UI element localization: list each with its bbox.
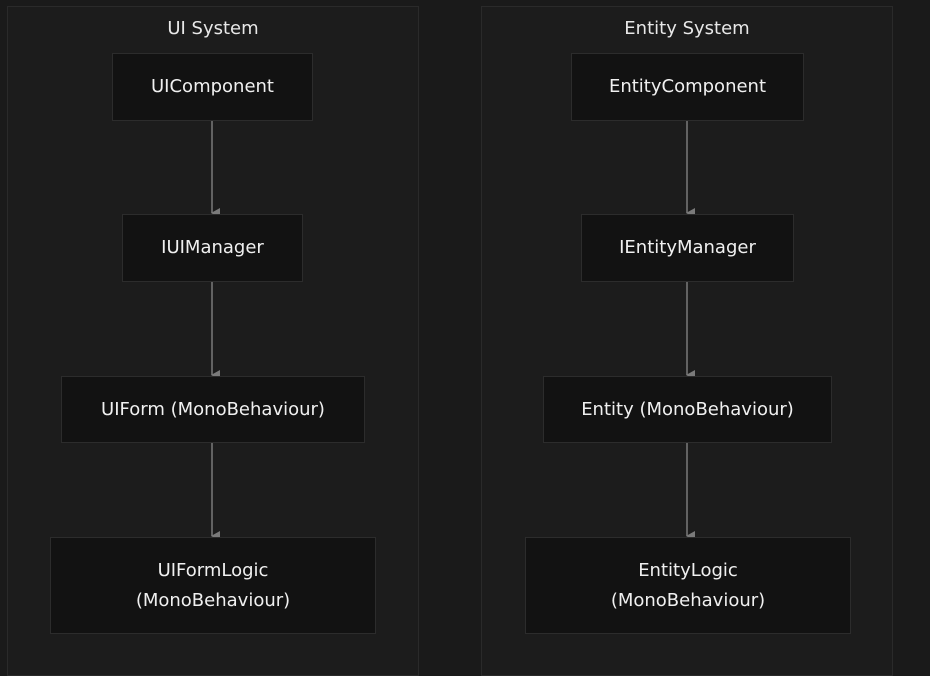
node-entitylogic[interactable]: EntityLogic (MonoBehaviour) xyxy=(525,537,851,634)
node-label-line-1: EntityLogic xyxy=(638,559,738,581)
node-label-line-2: (MonoBehaviour) xyxy=(610,589,766,611)
node-entitycomponent[interactable]: EntityComponent xyxy=(571,53,804,121)
cluster-title-entity-system: Entity System xyxy=(624,18,750,39)
node-label-line-2: (MonoBehaviour) xyxy=(135,589,291,611)
node-label: UIForm (MonoBehaviour) xyxy=(101,398,325,420)
node-ientitymanager[interactable]: IEntityManager xyxy=(581,214,794,282)
node-label: Entity (MonoBehaviour) xyxy=(581,398,794,420)
node-uicomponent[interactable]: UIComponent xyxy=(112,53,313,121)
node-entity[interactable]: Entity (MonoBehaviour) xyxy=(543,376,832,443)
node-label: UIComponent xyxy=(151,76,274,97)
node-uiformlogic[interactable]: UIFormLogic (MonoBehaviour) xyxy=(50,537,376,634)
node-label: EntityComponent xyxy=(608,76,767,97)
cluster-title-ui-system: UI System xyxy=(167,18,259,39)
node-label-line-1: UIFormLogic xyxy=(157,559,269,581)
node-uiform[interactable]: UIForm (MonoBehaviour) xyxy=(61,376,365,443)
node-label: IEntityManager xyxy=(619,237,756,258)
node-label: IUIManager xyxy=(161,237,264,258)
node-iuimanager[interactable]: IUIManager xyxy=(122,214,303,282)
